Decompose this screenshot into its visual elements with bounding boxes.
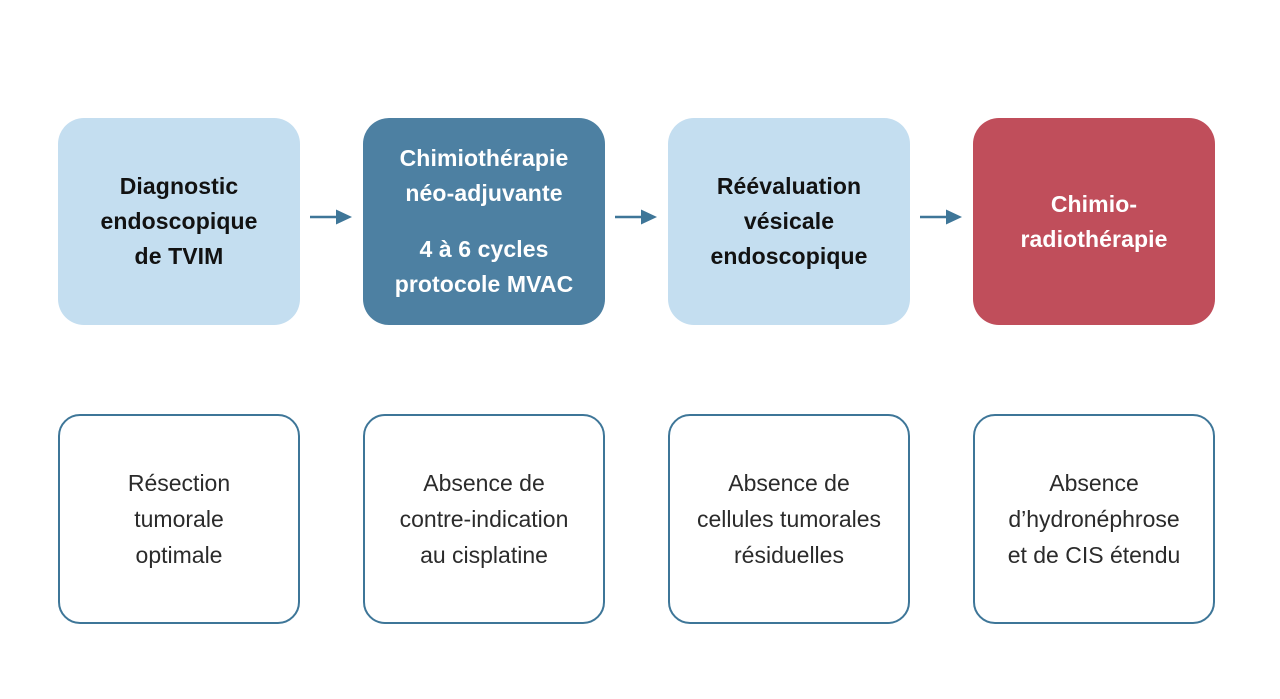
flow-step-chimio-radiotherapie: Chimio- radiothérapie <box>973 118 1215 325</box>
flow-step-label: Réévaluation vésicale endoscopique <box>710 173 868 269</box>
flow-step-chimiotherapie-neo-adjuvante: Chimiothérapie néo-adjuvante 4 à 6 cycle… <box>363 118 605 325</box>
condition-label: Absence de cellules tumorales résiduelle… <box>696 470 882 568</box>
arrow-right-icon <box>919 204 963 230</box>
arrow-right-icon <box>614 204 658 230</box>
condition-absence-hydronephrose-cis: Absence d’hydronéphrose et de CIS étendu <box>973 414 1215 624</box>
flow-step-sublabel: 4 à 6 cycles protocole MVAC <box>394 236 574 297</box>
flow-step-label: Diagnostic endoscopique de TVIM <box>100 173 258 269</box>
condition-absence-cellules-tumorales: Absence de cellules tumorales résiduelle… <box>668 414 910 624</box>
flow-step-label: Chimiothérapie néo-adjuvante <box>399 145 569 206</box>
condition-label: Résection tumorale optimale <box>127 470 231 568</box>
flow-step-reevaluation-vesicale: Réévaluation vésicale endoscopique <box>668 118 910 325</box>
condition-label: Absence d’hydronéphrose et de CIS étendu <box>1007 470 1181 568</box>
condition-label: Absence de contre-indication au cisplati… <box>399 470 569 568</box>
flow-step-label: Chimio- radiothérapie <box>1020 190 1168 252</box>
arrow-right-icon <box>309 204 353 230</box>
flow-step-diagnostic-endoscopique: Diagnostic endoscopique de TVIM <box>58 118 300 325</box>
condition-absence-contre-indication-cisplatine: Absence de contre-indication au cisplati… <box>363 414 605 624</box>
condition-resection-tumorale: Résection tumorale optimale <box>58 414 300 624</box>
